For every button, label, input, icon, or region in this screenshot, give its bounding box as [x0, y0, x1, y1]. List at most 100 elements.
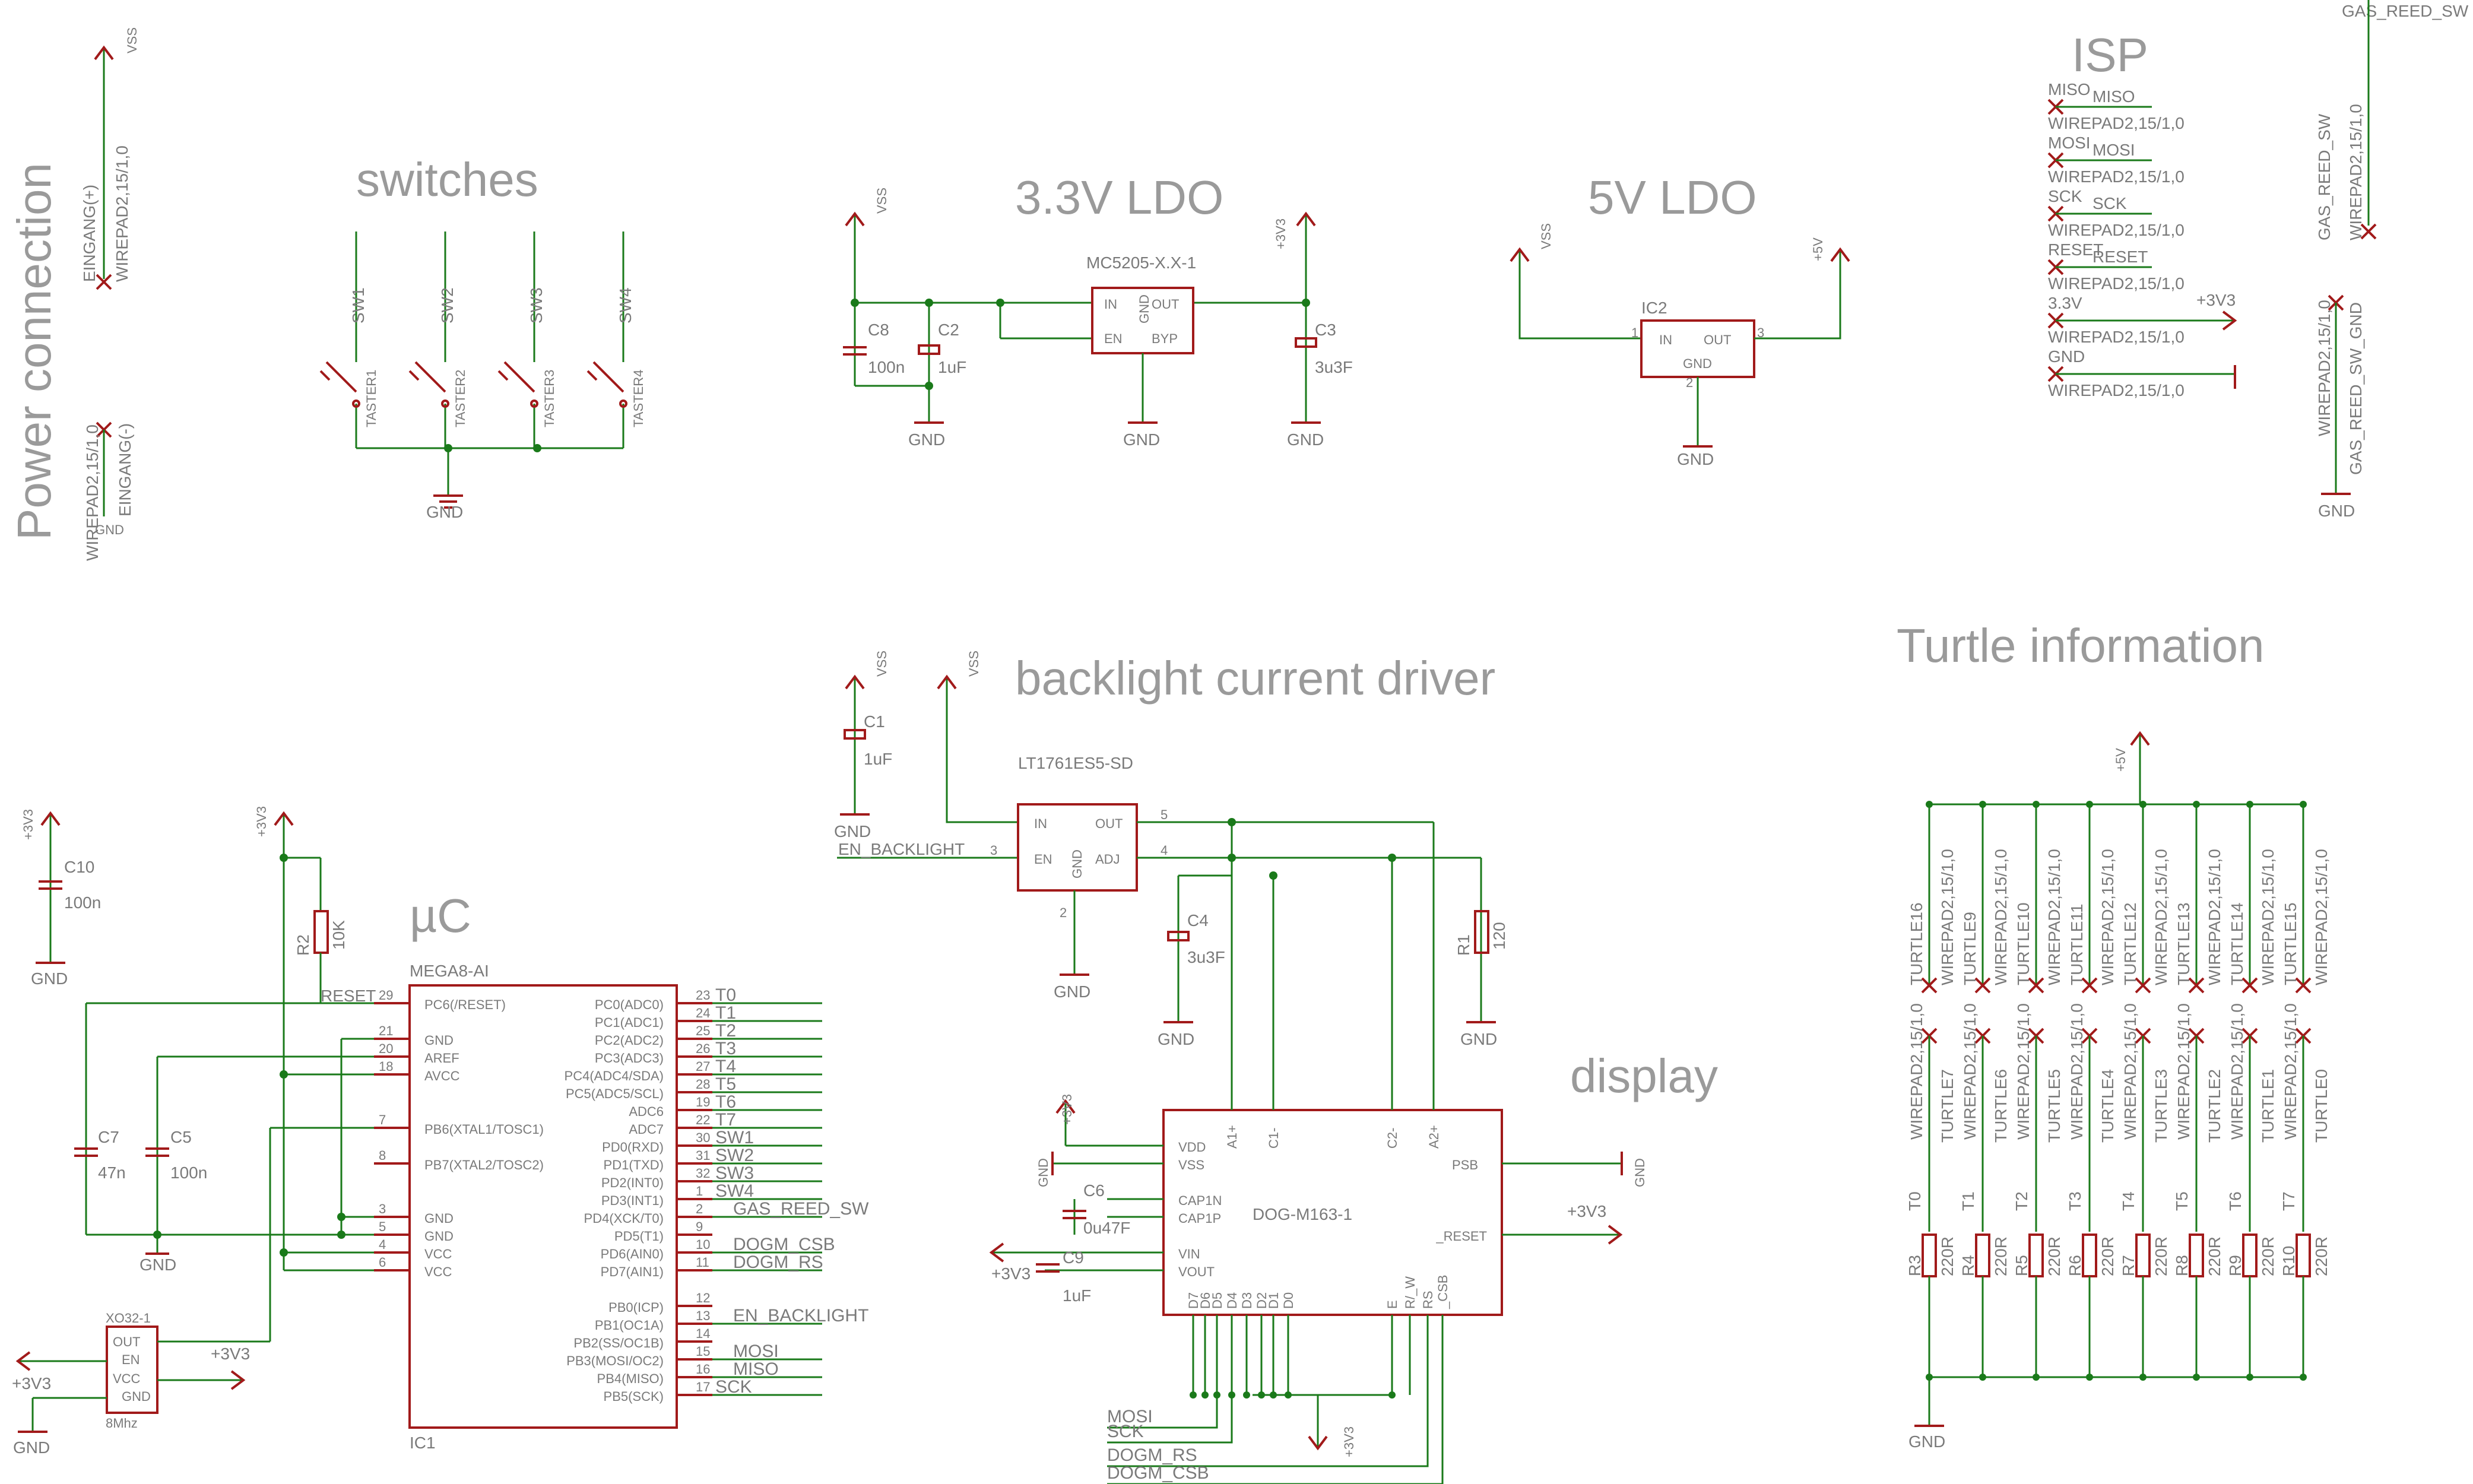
backlight-en-net: EN_BACKLIGHT: [838, 840, 965, 858]
c7-label: C7: [98, 1128, 119, 1146]
turtle-top-name: TURTLE13: [2174, 902, 2193, 985]
mcu-gnd-label: GND: [139, 1255, 176, 1274]
display-pin-bottom: D5: [1210, 1292, 1225, 1309]
turtle-block: +5V GND: [1908, 731, 2303, 1451]
display-pin-top: C2-: [1385, 1128, 1400, 1149]
junction: [1228, 1391, 1235, 1399]
ldo5-pin-out: OUT: [1704, 332, 1731, 347]
mcu-pin-number: 20: [379, 1041, 393, 1056]
switch-contact: [325, 361, 357, 393]
turtle-top-pad: WIREPAD2,15/1,0: [2205, 849, 2224, 985]
mcu-pin-name: PD3(INT1): [601, 1193, 664, 1208]
junction: [1258, 1391, 1265, 1399]
switch-pin: [530, 399, 538, 408]
backlight-pin-in: IN: [1034, 816, 1047, 831]
turtle-bottom-pad: WIREPAD2,15/1,0: [2121, 1003, 2139, 1140]
turtle-gnd-label: GND: [1908, 1432, 1945, 1451]
turtle-resistor-ref: R10: [2279, 1246, 2298, 1276]
turtle-resistor-value: 220R: [2259, 1236, 2277, 1276]
ldo33-pin-byp: BYP: [1152, 331, 1178, 346]
junction: [2193, 1374, 2200, 1381]
mcu-pin-number: 32: [696, 1166, 710, 1181]
display-pin-bottom: _CSB: [1435, 1275, 1450, 1309]
backlight-part-label: LT1761ES5-SD: [1018, 754, 1133, 772]
mcu-pin-name: VCC: [424, 1247, 452, 1261]
junction: [1926, 801, 1933, 808]
display-pin-vdd: VDD: [1178, 1140, 1206, 1155]
mcu-pin-name: VCC: [424, 1264, 452, 1279]
display-pin-top: A2+: [1426, 1125, 1441, 1149]
ldo33-vss-label: VSS: [874, 188, 889, 214]
junction: [2300, 801, 2307, 808]
turtle-resistor-ref: R5: [2012, 1255, 2031, 1276]
display-pin-top: C1-: [1266, 1128, 1281, 1149]
switch-contact: [414, 361, 446, 393]
mcu-pin-number: 22: [696, 1112, 710, 1127]
mcu-pin-12: PB0(ICP)12: [608, 1290, 712, 1315]
osc-pin-gnd: GND: [122, 1389, 151, 1404]
resistor-body: [1922, 1234, 1937, 1277]
mcu-pin-number: 8: [379, 1148, 386, 1163]
mcu-pin-name: PD4(XCK/T0): [584, 1211, 664, 1226]
isp-pad-name: SCK: [2048, 187, 2082, 205]
turtle-top-pad: WIREPAD2,15/1,0: [2098, 849, 2117, 985]
turtle-pad-x-top: [2135, 977, 2151, 994]
x-stroke: [2028, 977, 2044, 994]
turtle-pad-x-top: [2241, 977, 2258, 994]
backlight-gnd-4: GND: [1158, 1030, 1194, 1048]
reed-name-1: GAS_REED_SW: [2315, 113, 2334, 240]
c2-value: 1uF: [938, 358, 966, 376]
display-pin-cap1p: CAP1P: [1178, 1211, 1221, 1226]
junction: [2139, 1374, 2147, 1381]
osc-freq-label: 8Mhz: [106, 1416, 138, 1431]
backlight-gnd-3: GND: [1460, 1030, 1497, 1048]
mcu-pin-number: 21: [379, 1023, 393, 1038]
mcu-pin-number: 1: [696, 1184, 703, 1198]
display-pin-bottom: D2: [1254, 1292, 1269, 1309]
x-stroke: [1974, 977, 1991, 994]
display-pin-reset: _RESET: [1435, 1229, 1487, 1244]
backlight-pin-en: EN: [1034, 852, 1052, 867]
turtle-pad-x-top: [2028, 977, 2044, 994]
turtle-top-name: TURTLE15: [2281, 902, 2300, 985]
mcu-pin-name: PB5(SCK): [604, 1389, 664, 1404]
switch-name-label: SW1: [349, 287, 367, 324]
turtle-top-pad: WIREPAD2,15/1,0: [2045, 849, 2063, 985]
mcu-pin-name: PC4(ADC4/SDA): [565, 1068, 664, 1083]
turtle-bottom-name: TURTLE7: [1938, 1069, 1957, 1143]
mcu-pin-number: 11: [696, 1255, 709, 1270]
mcu-net-label: SW2: [715, 1146, 754, 1165]
isp-pad-type: WIREPAD2,15/1,0: [2048, 328, 2185, 346]
mcu-net-label: SW1: [715, 1128, 754, 1147]
c10-v33-label: +3V3: [21, 809, 36, 840]
mcu-pin-name: GND: [424, 1229, 454, 1244]
turtle-top-name: TURTLE9: [1961, 912, 1979, 985]
mcu-pin-name: AVCC: [424, 1068, 460, 1083]
mcu-net-label: EN_BACKLIGHT: [733, 1306, 868, 1326]
isp-pad-name: MOSI: [2048, 134, 2091, 152]
c5-label: C5: [170, 1128, 192, 1146]
mcu-net-label: SW4: [715, 1181, 754, 1201]
c8-label: C8: [868, 321, 889, 339]
backlight-pin-4: 4: [1161, 843, 1168, 858]
osc-gnd-label: GND: [13, 1438, 50, 1457]
ldo5-v5-label: +5V: [1811, 237, 1825, 261]
switch-name-label: SW3: [527, 287, 546, 324]
mcu-pin-number: 2: [696, 1201, 703, 1216]
isp-signal-label: MOSI: [2092, 141, 2135, 159]
switch-actuator: [497, 370, 509, 381]
switch-actuator: [408, 370, 420, 381]
isp-pad-name: 3.3V: [2048, 294, 2082, 312]
ldo33-gnd-label-1: GND: [908, 430, 945, 449]
